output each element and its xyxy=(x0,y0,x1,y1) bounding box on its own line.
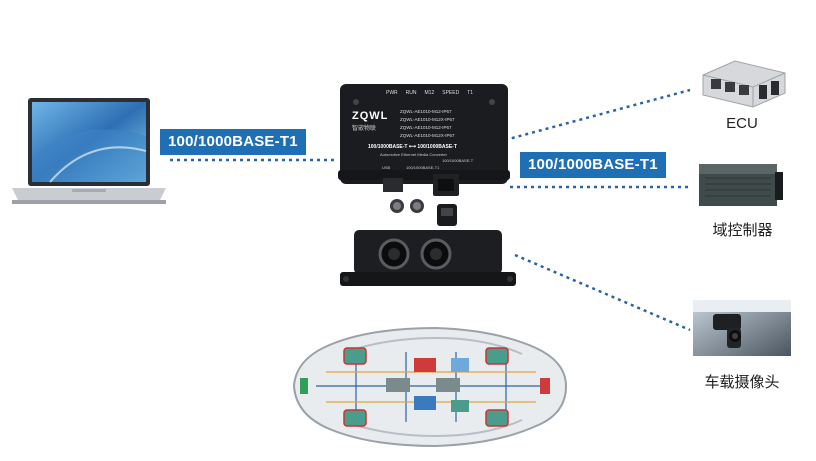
led-label-run: RUN xyxy=(405,90,417,96)
dash-camera-device xyxy=(693,300,791,356)
domain-controller-caption: 域控制器 xyxy=(712,222,773,239)
link-label-left: 100/1000BASE-T1 xyxy=(160,129,306,155)
port-label-rj: 100/1000BASE-T xyxy=(442,158,474,163)
model-line: ZQWL-AE1010-M12X-IP67 xyxy=(400,133,455,138)
ecu-caption: ECU xyxy=(726,115,758,132)
model-line: ZQWL-AE1010-M12X-IP67 xyxy=(400,117,455,122)
ecu-icon xyxy=(702,60,786,108)
domain-controller-icon xyxy=(699,164,783,206)
led-label-t1: T1 xyxy=(467,90,474,96)
link-converter-ecu xyxy=(504,88,691,142)
converter-cables xyxy=(385,196,465,232)
media-converter-front: PWR RUN M12 SPEED T1 ZQWL 智嵌物联 ZQWL-AE10… xyxy=(338,82,510,198)
media-converter-side xyxy=(340,228,516,290)
led-row: PWR RUN M12 SPEED T1 xyxy=(386,90,506,104)
spec-sub: Automotive Ethernet Media Converter xyxy=(380,152,447,157)
link-label-right: 100/1000BASE-T1 xyxy=(520,152,666,178)
brand-logo: ZQWL xyxy=(352,110,389,122)
brand-sub: 智嵌物联 xyxy=(352,126,377,132)
model-line: ZQWL-AE1010-M12-IP67 xyxy=(400,125,452,130)
laptop-icon xyxy=(12,98,166,204)
laptop xyxy=(10,96,170,214)
link-converter-camera xyxy=(514,253,691,332)
converter-side-body xyxy=(340,230,516,286)
led-label-m12: M12 xyxy=(424,90,435,96)
domain-controller-device xyxy=(695,160,787,210)
dash-camera-icon xyxy=(693,300,791,356)
model-list: ZQWL-AE1010-M12-IP67 ZQWL-AE1010-M12X-IP… xyxy=(400,108,500,140)
led-label-speed: SPEED xyxy=(442,90,460,96)
dash-camera-caption: 车载摄像头 xyxy=(704,374,780,391)
model-line: ZQWL-AE1010-M12-IP67 xyxy=(400,109,452,114)
car-network-illustration xyxy=(286,322,572,452)
cable-connector-icon xyxy=(390,199,457,226)
car-icon xyxy=(292,326,568,448)
port-label-eth: 100/1000BASE-T1 xyxy=(406,165,440,170)
converter-body xyxy=(338,84,510,196)
ecu-device xyxy=(695,55,790,110)
led-label-pwr: PWR xyxy=(386,90,398,96)
port-label-usb: USB xyxy=(382,165,391,170)
spec-line: 100/1000BASE-T ⟷ 100/1000BASE-T xyxy=(368,144,457,150)
